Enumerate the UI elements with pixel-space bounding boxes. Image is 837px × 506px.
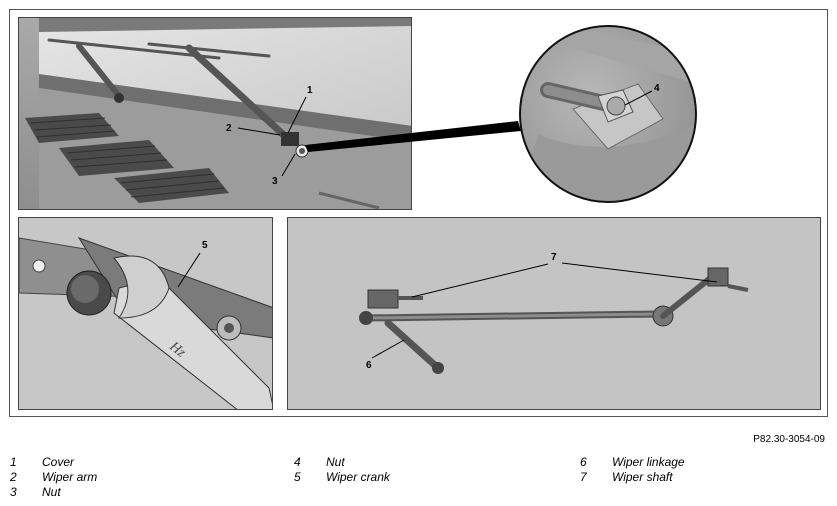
callout-2: 2 [226,123,232,134]
callout-3: 3 [272,176,278,187]
wiper-linkage-photo [287,217,821,410]
callout-7: 7 [551,252,557,263]
callout-4: 4 [654,83,660,94]
windshield-photo [18,17,412,210]
callout-5: 5 [202,240,208,251]
callout-6: 6 [366,360,372,371]
nut-detail-view [518,24,698,204]
callout-1: 1 [307,85,313,96]
wiper-crank-photo: Hz [18,217,273,410]
document-reference: P82.30-3054-09 [753,434,825,445]
